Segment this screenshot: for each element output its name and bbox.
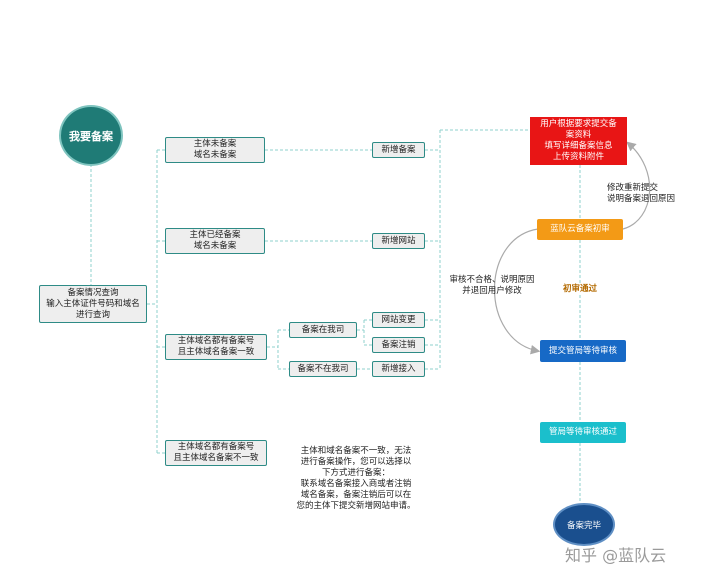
- link-actions-trunk: [425, 149, 440, 370]
- bureau-pass-label: 管局等待审核通过: [548, 427, 617, 437]
- subcondition-label: 备案在我司: [301, 324, 345, 335]
- subcondition-box: 备案在我司: [289, 322, 357, 338]
- query-box: 备案情况查询 输入主体证件号码和域名 进行查询: [39, 285, 147, 323]
- query-line: 备案情况查询: [67, 287, 119, 298]
- condition-box: 主体域名都有备案号 且主体域名备案不一致: [165, 440, 267, 466]
- bureau-submit-box: 提交管局等待审核: [540, 340, 626, 362]
- reject-note: 审核不合格、说明原因 并退回用户修改: [449, 275, 535, 296]
- action-box: 新增网站: [372, 233, 425, 249]
- bureau-submit-label: 提交管局等待审核: [548, 345, 617, 356]
- mismatch-note: 主体和域名备案不一致，无法 进行备案操作，您可以选择以 下方式进行备案： 联系域…: [296, 446, 416, 511]
- arrow-resubmit: [622, 141, 651, 230]
- arrow-reject: [494, 228, 541, 355]
- action-box: 新增接入: [372, 361, 425, 377]
- action-box: 网站变更: [372, 312, 425, 328]
- condition-line: 域名未备案: [193, 241, 237, 251]
- submit-line: 填写详细备案信息: [544, 141, 613, 151]
- condition-line: 且主体域名备案不一致: [173, 453, 259, 463]
- action-box: 新增备案: [372, 142, 425, 158]
- condition-box: 主体已经备案 域名未备案: [165, 228, 265, 254]
- start-label: 我要备案: [69, 129, 113, 143]
- initial-review-box: 蓝队云备案初审: [537, 219, 623, 240]
- condition-box: 主体未备案 域名未备案: [165, 137, 265, 163]
- subcondition-box: 备案不在我司: [289, 361, 357, 377]
- condition-line: 且主体域名备案一致: [177, 347, 255, 357]
- condition-line: 主体未备案: [193, 139, 237, 149]
- submit-line: 上传资料附件: [552, 152, 604, 162]
- condition-line: 域名未备案: [193, 150, 237, 160]
- action-label: 新增接入: [381, 363, 416, 374]
- query-line: 输入主体证件号码和域名: [46, 298, 140, 309]
- action-label: 新增网站: [381, 235, 416, 246]
- condition-line: 主体域名都有备案号: [177, 442, 255, 452]
- submit-line: 案资料: [565, 130, 592, 140]
- action-label: 网站变更: [381, 314, 416, 325]
- subcondition-label: 备案不在我司: [297, 363, 349, 374]
- submit-line: 用户根据要求提交备: [540, 119, 617, 129]
- action-box: 备案注销: [372, 337, 425, 353]
- done-label: 备案完毕: [566, 520, 601, 531]
- action-label: 备案注销: [381, 339, 416, 350]
- resubmit-note: 修改重新提交 说明备案退回原因: [607, 183, 676, 204]
- done-node: 备案完毕: [553, 503, 615, 546]
- action-label: 新增备案: [381, 144, 416, 155]
- initial-review-label: 蓝队云备案初审: [550, 224, 610, 234]
- bureau-pass-box: 管局等待审核通过: [540, 422, 626, 443]
- submit-materials-box: 用户根据要求提交备 案资料 填写详细备案信息 上传资料附件: [530, 117, 627, 165]
- start-node: 我要备案: [59, 105, 123, 166]
- watermark: 知乎 @蓝队云: [565, 546, 667, 565]
- condition-line: 主体已经备案: [189, 230, 241, 240]
- condition-line: 主体域名都有备案号: [177, 336, 255, 346]
- query-line: 进行查询: [75, 309, 110, 320]
- condition-box: 主体域名都有备案号 且主体域名备案一致: [165, 334, 267, 360]
- initial-pass-label: 初审通过: [556, 284, 604, 295]
